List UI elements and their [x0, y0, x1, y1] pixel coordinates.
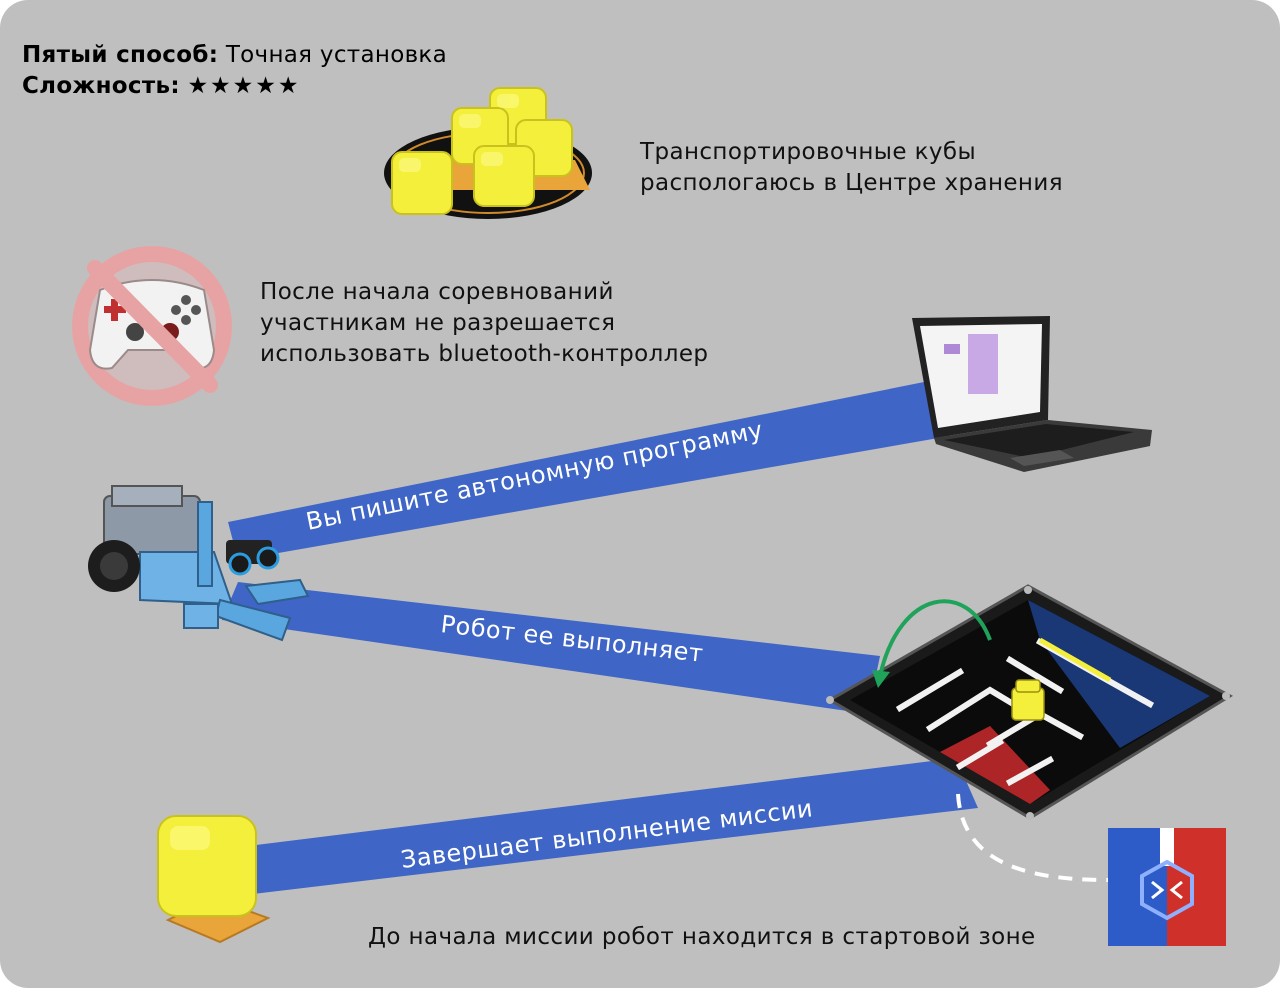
start-zone-icon — [1108, 828, 1226, 946]
controller-note-line1: После начала соревнований — [260, 279, 614, 305]
difficulty-stars: ★★★★★ — [187, 73, 301, 99]
band-execute — [222, 582, 880, 714]
storage-cubes-icon — [384, 87, 592, 219]
cubes-note-line2: распологаюсь в Центре хранения — [640, 170, 1063, 196]
controller-note-line2: участникам не разрешается — [260, 310, 616, 336]
delivered-cube-icon — [157, 815, 271, 944]
method-value: Точная установка — [225, 42, 448, 68]
method-line: Пятый способ: Точная установка — [22, 40, 447, 71]
band-finish — [232, 758, 978, 896]
laptop-icon — [912, 316, 1152, 472]
start-zone-note: До начала миссии робот находится в старт… — [368, 924, 1036, 950]
controller-note-line3: использовать bluetooth-контроллер — [260, 341, 709, 367]
band-program — [228, 380, 950, 560]
difficulty-label: Сложность: — [22, 73, 180, 99]
start-zone-connector — [956, 793, 1109, 882]
no-controller-icon — [72, 246, 232, 406]
robot-icon — [88, 485, 310, 642]
method-label: Пятый способ: — [22, 42, 219, 68]
cubes-note-line1: Транспортировочные кубы — [640, 139, 977, 165]
game-field-icon — [826, 584, 1234, 820]
difficulty-line: Сложность: ★★★★★ — [22, 71, 301, 102]
